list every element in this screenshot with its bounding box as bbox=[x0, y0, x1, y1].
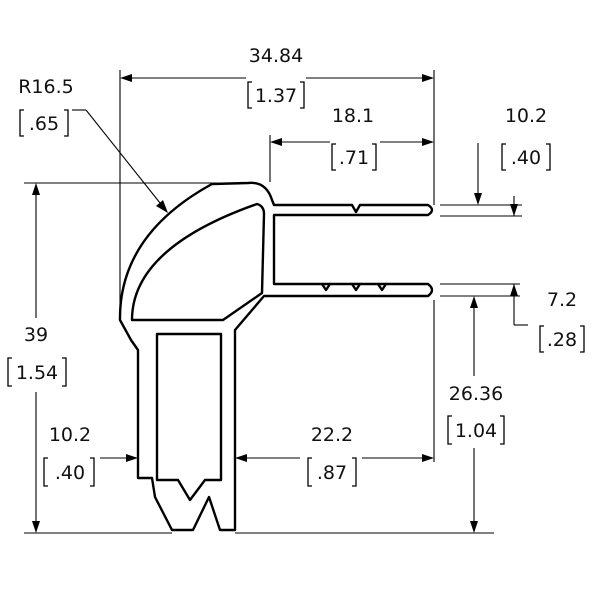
dim-leg-gap: 7.2 .28 bbox=[539, 289, 585, 353]
dim-overall-width: 34.84 1.37 bbox=[247, 45, 305, 109]
dim-leg-gap-mm: 7.2 bbox=[547, 289, 577, 311]
dim-leg-width: 18.1 .71 bbox=[331, 105, 377, 171]
dim-overall-height: 39 1.54 bbox=[7, 324, 67, 387]
dim-overall-width-mm: 34.84 bbox=[249, 45, 303, 67]
dim-overall-height-in: 1.54 bbox=[16, 362, 58, 384]
dim-radius-in: .65 bbox=[29, 113, 59, 135]
dim-leg-thickness-in: .40 bbox=[511, 147, 541, 169]
dim-stem-offset-mm: 22.2 bbox=[311, 424, 353, 446]
dim-leg-thickness-mm: 10.2 bbox=[505, 105, 547, 127]
dim-stem-width-in: .40 bbox=[55, 462, 85, 484]
dim-stem-width: 10.2 .40 bbox=[43, 424, 95, 487]
dim-lower-height-in: 1.04 bbox=[455, 420, 497, 442]
dim-leg-gap-in: .28 bbox=[547, 329, 577, 351]
profile-upper-chamber bbox=[130, 202, 266, 322]
dim-overall-width-in: 1.37 bbox=[255, 85, 297, 107]
profile-lower-chamber bbox=[155, 332, 223, 502]
profile-outer-contour bbox=[118, 181, 434, 532]
dim-leg-width-mm: 18.1 bbox=[332, 105, 374, 127]
dim-radius: R16.5 .65 bbox=[18, 76, 74, 137]
dim-leg-thickness: 10.2 .40 bbox=[501, 105, 551, 171]
dim-leg-width-in: .71 bbox=[339, 147, 369, 169]
dim-overall-height-mm: 39 bbox=[24, 324, 48, 346]
dim-stem-width-mm: 10.2 bbox=[49, 424, 91, 446]
dim-stem-offset: 22.2 .87 bbox=[307, 424, 357, 487]
dimension-lines bbox=[24, 70, 528, 534]
dim-stem-offset-in: .87 bbox=[317, 462, 347, 484]
dim-lower-height-mm: 26.36 bbox=[449, 383, 503, 405]
profile-serrations bbox=[320, 282, 388, 292]
dim-lower-height: 26.36 1.04 bbox=[447, 383, 505, 445]
extrusion-profile bbox=[118, 181, 434, 532]
dim-radius-mm: R16.5 bbox=[18, 76, 74, 98]
